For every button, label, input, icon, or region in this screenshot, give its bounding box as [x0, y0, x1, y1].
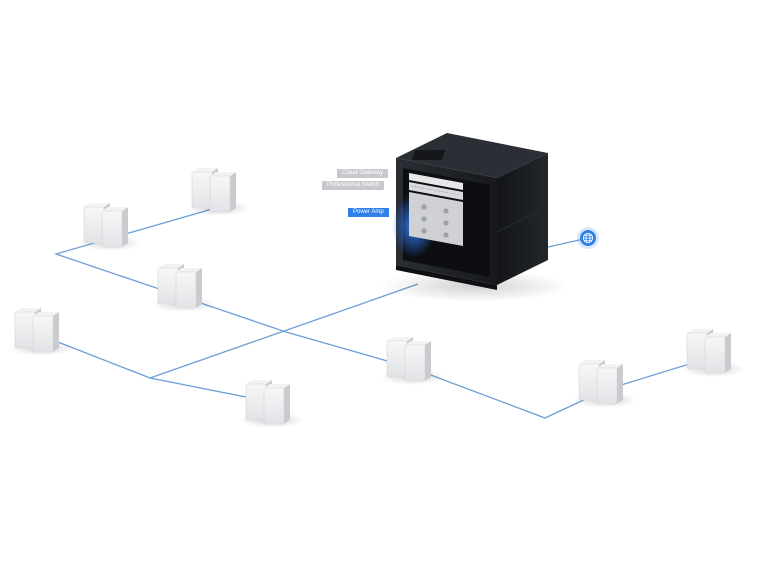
rack-equipment	[409, 173, 463, 246]
switch-unit	[409, 182, 463, 200]
speaker-pair-icon[interactable]	[9, 308, 73, 356]
cloud-gateway-label: Cloud Gateway	[337, 169, 389, 178]
rack-vent	[411, 150, 446, 160]
speaker-pair-icon[interactable]	[681, 329, 745, 377]
speaker-pair-icon[interactable]	[152, 264, 216, 312]
cable-branch-left	[39, 334, 272, 403]
rack-cabinet	[380, 133, 570, 302]
speaker-group	[9, 168, 745, 428]
speaker-pair-icon[interactable]	[381, 337, 445, 385]
cable-branch-right	[285, 331, 713, 419]
professional-switch-label: Professional Switch	[322, 181, 385, 190]
power-amp-label[interactable]: Power Amp	[348, 208, 389, 217]
speaker-pair-icon[interactable]	[573, 360, 637, 408]
gateway-unit	[409, 173, 463, 190]
speaker-pair-icon[interactable]	[186, 168, 250, 216]
globe-icon[interactable]	[577, 227, 599, 249]
speaker-pair-icon[interactable]	[78, 203, 142, 251]
speaker-pair-icon[interactable]	[240, 380, 304, 428]
